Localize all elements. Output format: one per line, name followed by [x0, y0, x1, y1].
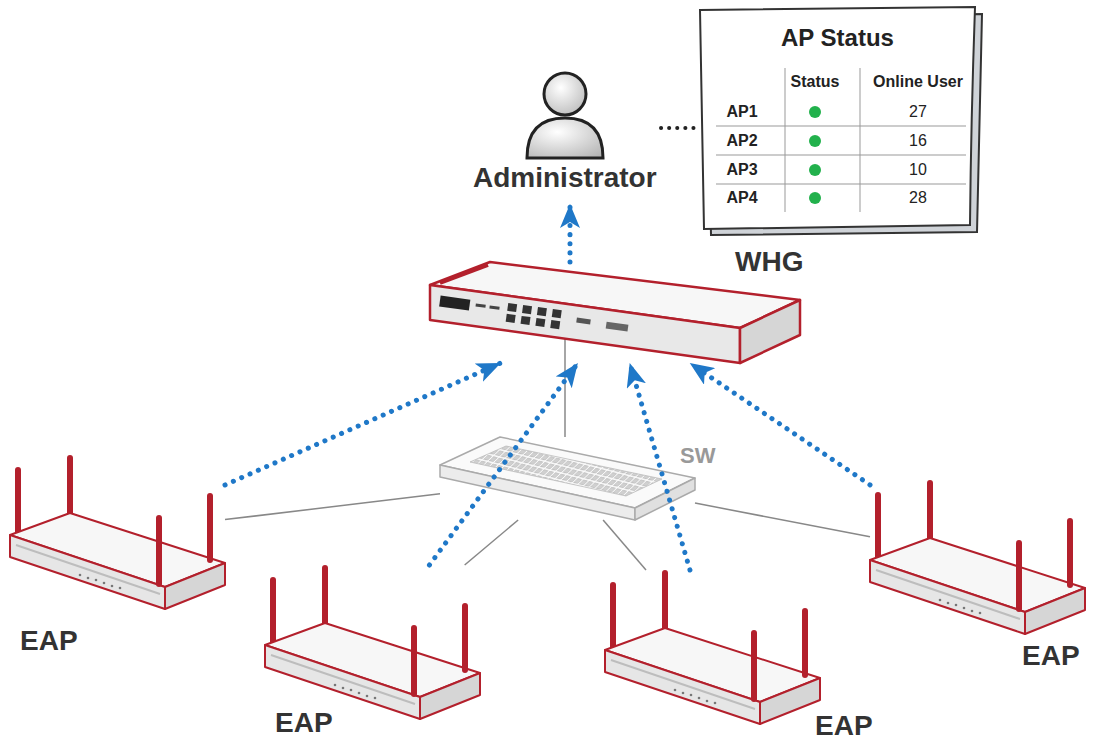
access-point-node: EAP — [265, 565, 480, 720]
drawing-part — [489, 305, 499, 309]
person-body — [527, 118, 603, 158]
drawing-part — [716, 126, 966, 127]
network-cable — [695, 503, 870, 537]
drawing-part — [860, 68, 861, 212]
access-point-node: EAP — [10, 455, 225, 610]
drawing-part — [809, 135, 821, 147]
access-point — [870, 480, 1085, 634]
switch-front — [440, 465, 635, 520]
table-grid — [716, 68, 966, 212]
drawing-part — [521, 316, 531, 325]
table-header: Status — [791, 73, 840, 91]
table-cell: 28 — [909, 189, 927, 207]
switch-device — [440, 437, 695, 520]
access-point-node: EAP — [605, 570, 820, 725]
drawing-part — [522, 305, 532, 314]
table-cell: AP1 — [726, 103, 757, 121]
node-label: WHG — [735, 246, 803, 278]
table-cell: AP2 — [726, 132, 757, 150]
gateway-side — [740, 300, 800, 363]
table-cell: AP3 — [726, 161, 757, 179]
gateway-node: WHG — [430, 262, 800, 363]
drawing-part — [809, 192, 821, 204]
data-flow-arrow — [690, 363, 870, 485]
drawing-part — [537, 307, 547, 316]
access-point — [265, 565, 480, 719]
network-cable — [225, 494, 440, 520]
node-label: EAP — [815, 710, 873, 742]
uplink-wire — [564, 339, 566, 363]
gateway-ports — [438, 294, 629, 339]
table-header: Online User — [873, 73, 963, 91]
drawing-part — [606, 322, 629, 332]
person-icon — [527, 73, 603, 158]
drawing-part — [809, 164, 821, 176]
drawing-part — [506, 314, 516, 323]
person-head — [544, 73, 586, 115]
network-cable — [564, 363, 566, 437]
access-point — [10, 455, 225, 609]
drawing-part — [507, 303, 517, 312]
data-flow-arrow — [225, 363, 501, 485]
drawing-part — [809, 106, 821, 118]
table-cell: AP4 — [726, 189, 757, 207]
drawing-part — [576, 318, 591, 325]
node-label: SW — [680, 443, 715, 468]
access-point — [605, 570, 820, 724]
node-label: Administrator — [473, 162, 657, 194]
table-cell: 16 — [909, 132, 927, 150]
drawing-part — [550, 320, 560, 329]
node-label: EAP — [1022, 640, 1080, 672]
network-cable — [465, 520, 519, 565]
status-document — [700, 7, 982, 235]
switch-node: SW — [440, 437, 695, 520]
table-cell: 10 — [909, 161, 927, 179]
drawing-part — [785, 68, 786, 212]
dotted-link — [661, 126, 700, 130]
gateway-device — [430, 262, 800, 363]
node-label: AP Status — [700, 24, 975, 52]
status-dot — [809, 106, 821, 204]
drawing-part — [475, 303, 485, 307]
drawing-part — [716, 184, 966, 185]
gateway-stripe — [440, 265, 488, 283]
drawing-part — [552, 309, 562, 318]
drawing-part — [716, 155, 966, 156]
administrator-node: Administrator — [469, 68, 661, 204]
node-label: EAP — [275, 707, 333, 739]
access-point-node: EAP — [870, 480, 1085, 635]
data-flow-arrow — [568, 204, 573, 262]
drawing-part — [535, 318, 545, 327]
network-cable — [603, 520, 646, 570]
data-flow-arrow — [429, 363, 577, 565]
document-sheet — [700, 7, 975, 229]
drawing-part — [439, 296, 470, 311]
gateway-front — [430, 285, 740, 363]
table-cell: 27 — [909, 103, 927, 121]
node-label: EAP — [20, 625, 78, 657]
